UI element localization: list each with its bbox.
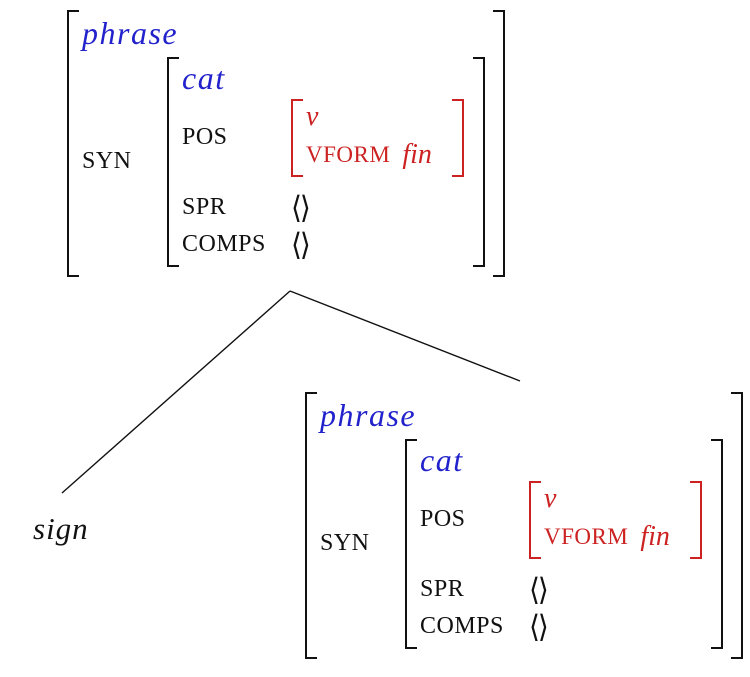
vform-value: fin: [402, 139, 432, 170]
empty-list-value: ⟨⟩: [291, 226, 311, 263]
left-bracket: [529, 481, 541, 559]
right-bracket: [473, 57, 485, 267]
left-bracket: [291, 99, 303, 177]
pos-value-avm: v VFORM fin: [529, 481, 702, 559]
avm-type-label: v: [544, 483, 557, 514]
empty-list-value: ⟨⟩: [291, 189, 311, 226]
right-bracket: [711, 439, 723, 649]
empty-list-value: ⟨⟩: [529, 571, 549, 608]
attr-label-pos: POS: [182, 124, 228, 151]
empty-list-value: ⟨⟩: [529, 608, 549, 645]
right-bracket: [690, 481, 702, 559]
daughter-avm: phrase SYN cat POS: [305, 392, 743, 659]
avm-type-label: v: [306, 101, 319, 132]
left-bracket: [167, 57, 179, 267]
sign-leaf-label: sign: [33, 511, 89, 546]
attr-label-spr: SPR: [420, 576, 465, 603]
attr-label-comps: COMPS: [420, 613, 504, 640]
attr-label-vform: VFORM: [306, 142, 391, 167]
left-bracket: [305, 392, 317, 659]
attr-label-syn: SYN: [320, 530, 370, 557]
attr-label-vform: VFORM: [544, 524, 629, 549]
attr-label-pos: POS: [420, 506, 466, 533]
tree-branch-right: [289, 290, 521, 382]
mother-avm: phrase SYN cat POS: [67, 10, 505, 277]
avm-type-label: cat: [420, 442, 464, 478]
right-bracket: [731, 392, 743, 659]
avm-type-label: phrase: [82, 15, 179, 51]
left-bracket: [67, 10, 79, 277]
avm-type-label: phrase: [320, 397, 417, 433]
attr-label-syn: SYN: [82, 148, 132, 175]
pos-value-avm: v VFORM fin: [291, 99, 464, 177]
vform-value: fin: [640, 521, 670, 552]
attr-label-spr: SPR: [182, 194, 227, 221]
left-bracket: [405, 439, 417, 649]
right-bracket: [452, 99, 464, 177]
attr-label-comps: COMPS: [182, 231, 266, 258]
cat-avm: cat POS v VFORM fin: [405, 439, 723, 649]
tree-branch-left: [61, 290, 291, 494]
avm-type-label: cat: [182, 60, 226, 96]
right-bracket: [493, 10, 505, 277]
cat-avm: cat POS v VFORM fin: [167, 57, 485, 267]
